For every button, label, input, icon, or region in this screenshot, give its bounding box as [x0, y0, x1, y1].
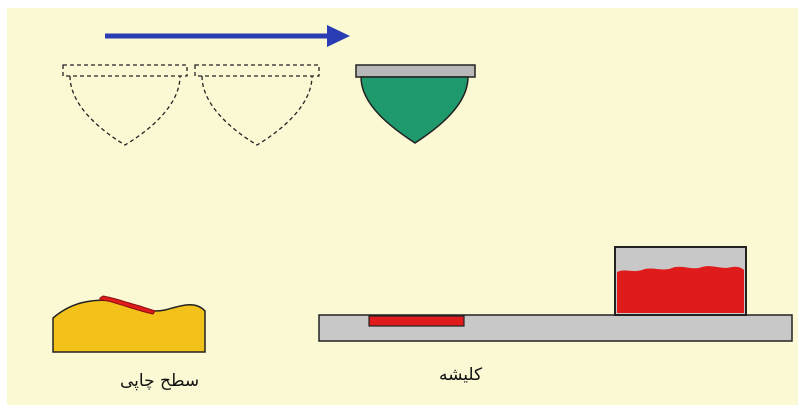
pad-ghost-position-1 [62, 64, 188, 146]
print-surface-label: سطح چاپی [120, 371, 200, 391]
pad-holder [355, 64, 476, 78]
cliche-label: کلیشه [439, 365, 483, 385]
etched-ink-area [368, 315, 465, 327]
cliche-plate [318, 314, 793, 342]
pad-ghost-position-2 [194, 64, 320, 146]
pad-body [360, 76, 469, 144]
print-surface-object [52, 295, 206, 353]
movement-arrow [105, 25, 350, 47]
ink-cup-ink [617, 266, 744, 313]
transferred-ink [99, 295, 156, 315]
silicone-pad [355, 64, 476, 144]
print-surface-shape [52, 299, 206, 353]
ink-cup [614, 246, 747, 316]
